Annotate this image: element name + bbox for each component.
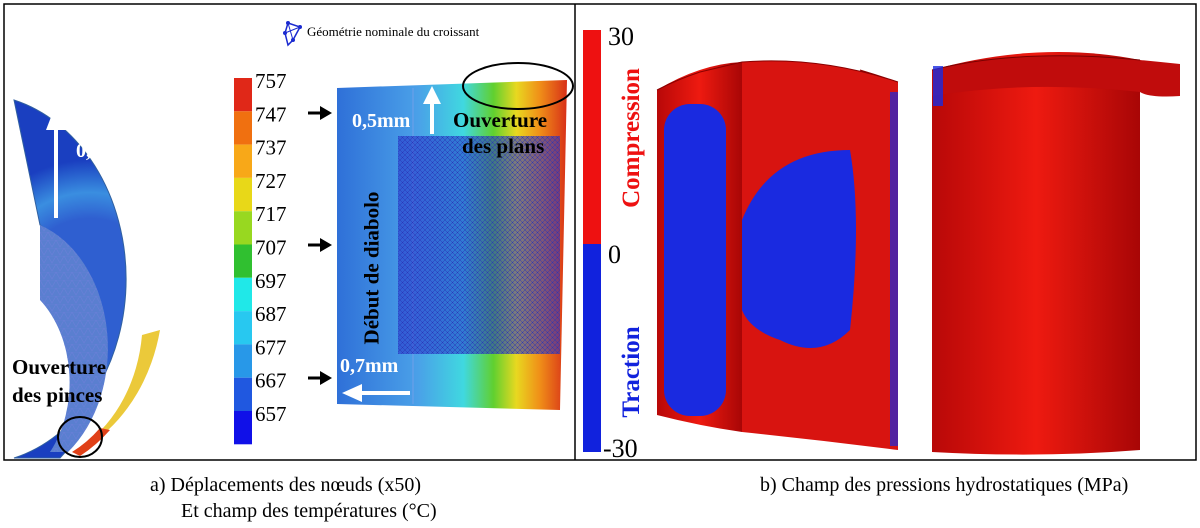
caption-a-line2: Et champ des températures (°C) xyxy=(181,500,437,522)
scale-tick-label: 727 xyxy=(255,169,287,193)
scale-tick-label: 757 xyxy=(255,69,287,93)
pointer-arrows xyxy=(308,106,332,385)
scale-tick-label: 657 xyxy=(255,402,287,426)
scale-swatch xyxy=(234,211,252,245)
panel-a: 757 747 737 727 717 707 697 687 677 667 657 xyxy=(13,21,574,459)
scale-swatch xyxy=(234,244,252,278)
compression-label: Compression xyxy=(618,68,645,208)
opening-planes-line2: des plans xyxy=(462,134,545,158)
scale-swatch xyxy=(234,411,252,445)
scale-tick-label: 717 xyxy=(255,202,287,226)
compression-bar xyxy=(583,30,601,244)
scale-swatch xyxy=(234,177,252,212)
caption-b: b) Champ des pressions hydrostatiques (M… xyxy=(760,474,1129,496)
scale-tick-label: 747 xyxy=(255,102,287,126)
scale-tick-label: 707 xyxy=(255,236,287,260)
scale-mid-label: 0 xyxy=(608,240,621,269)
legend-text: Géométrie nominale du croissant xyxy=(307,24,480,39)
opening-planes-line1: Ouverture xyxy=(453,108,548,132)
scale-swatch xyxy=(234,277,252,312)
scale-swatch xyxy=(234,311,252,345)
traction-label: Traction xyxy=(618,326,645,418)
scale-swatch xyxy=(234,78,252,112)
scale-tick-label: 737 xyxy=(255,136,287,160)
disp-left-label: 0,7mm xyxy=(76,140,135,162)
panel-b xyxy=(583,30,1180,455)
opening-clamps-line1: Ouverture xyxy=(12,355,107,379)
diabolo-start-label: Début de diabolo xyxy=(359,191,384,345)
scale-swatch xyxy=(234,111,252,145)
scale-tick-label: 687 xyxy=(255,302,287,326)
figure-frame xyxy=(3,3,1197,461)
scale-tick-label: 677 xyxy=(255,335,287,359)
scale-tick-label: 697 xyxy=(255,269,287,293)
traction-bar xyxy=(583,244,601,452)
temperature-color-scale: 757 747 737 727 717 707 697 687 677 667 657 xyxy=(234,69,287,445)
crescent-temperature-field xyxy=(13,99,160,459)
opening-clamps-line2: des pinces xyxy=(12,383,103,407)
scale-swatch xyxy=(234,144,252,178)
disp-bottom-label: 0,7mm xyxy=(340,355,399,377)
scale-min-label: -30 xyxy=(603,434,638,463)
scale-max-label: 30 xyxy=(608,22,634,51)
scale-tick-label: 667 xyxy=(255,369,287,393)
scale-swatch xyxy=(234,344,252,378)
scale-swatch xyxy=(234,377,252,411)
deformed-section xyxy=(337,62,574,410)
cut-cylinder xyxy=(656,60,899,450)
mesh-triangle-icon xyxy=(283,21,302,47)
disp-top-label: 0,5mm xyxy=(352,110,411,132)
caption-a-line1: a) Déplacements des nœuds (x50) xyxy=(150,474,422,496)
full-cylinder xyxy=(931,52,1180,455)
